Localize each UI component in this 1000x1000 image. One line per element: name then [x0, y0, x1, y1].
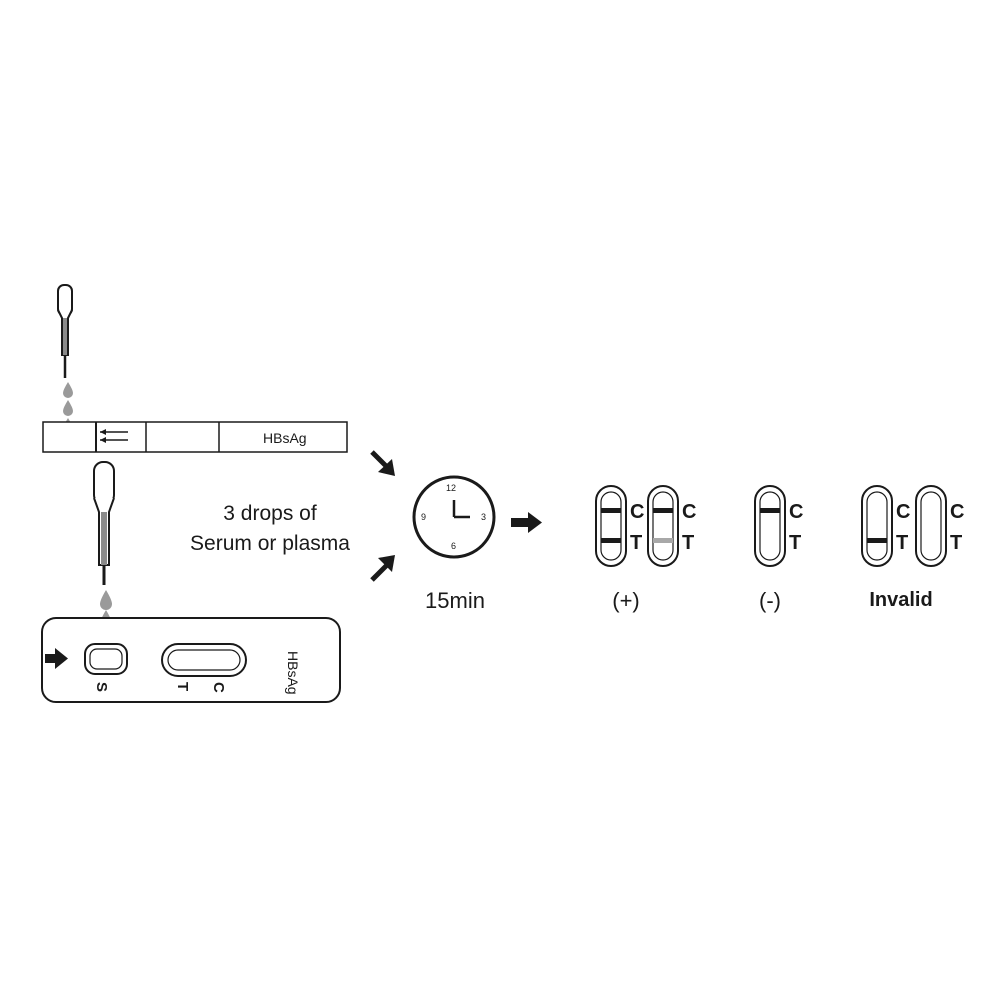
clock-number-6: 6 — [451, 541, 457, 551]
window-c-mark-3: C — [789, 501, 804, 523]
result-window-positive-1 — [595, 485, 627, 567]
instruction-line-1: 3 drops of — [223, 502, 317, 525]
result-window-invalid-2 — [915, 485, 947, 567]
window-t-mark-2: T — [682, 532, 695, 554]
clock-number-9: 9 — [421, 512, 427, 522]
positive-label: (+) — [612, 588, 640, 613]
cassette-sample-mark: S — [93, 682, 110, 693]
instruction-line-2: Serum or plasma — [190, 532, 350, 555]
dropper-icon — [57, 284, 73, 378]
clock-number-3: 3 — [481, 512, 487, 522]
window-c-mark-4: C — [896, 501, 911, 523]
clock-icon — [412, 475, 496, 559]
window-t-mark-5: T — [950, 532, 963, 554]
arrow-to-clock-icon-2 — [370, 555, 395, 582]
cassette-test-mark: T — [174, 682, 191, 692]
time-label: 15min — [425, 588, 485, 613]
arrow-to-clock-icon — [370, 450, 395, 476]
clock-number-12: 12 — [446, 483, 457, 493]
cassette-control-mark: C — [210, 682, 227, 693]
window-t-mark-3: T — [789, 532, 802, 554]
strip-label: HBsAg — [263, 430, 307, 446]
window-c-mark-5: C — [950, 501, 965, 523]
invalid-label: Invalid — [869, 589, 933, 611]
result-window-invalid-1 — [861, 485, 893, 567]
test-strip — [42, 421, 348, 453]
result-window-negative — [754, 485, 786, 567]
negative-label: (-) — [759, 588, 781, 613]
cassette-label: HBsAg — [285, 651, 301, 695]
window-c-mark-2: C — [682, 501, 697, 523]
result-window-positive-2 — [647, 485, 679, 567]
window-t-mark: T — [630, 532, 643, 554]
sample-arrow-icon — [45, 648, 68, 669]
dropper-icon-2 — [93, 461, 115, 585]
window-c-mark: C — [630, 501, 645, 523]
test-cassette — [41, 617, 341, 703]
arrow-to-results-icon — [511, 512, 542, 533]
flow-direction-icon — [100, 429, 128, 443]
window-t-mark-4: T — [896, 532, 909, 554]
